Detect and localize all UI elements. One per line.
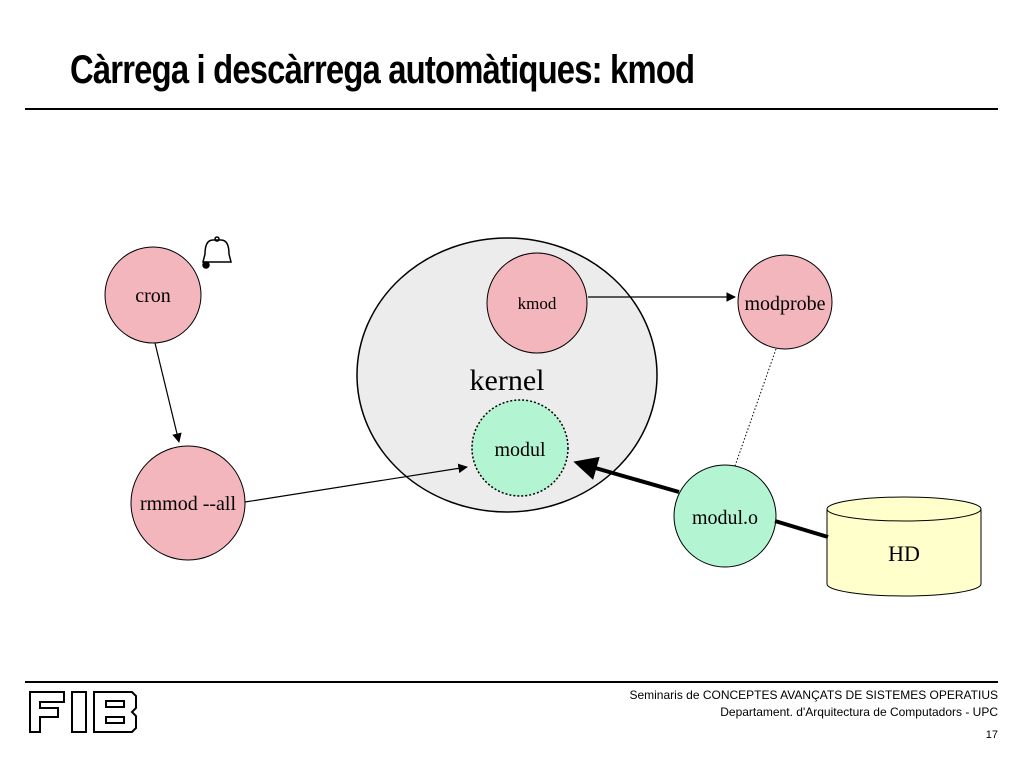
slide-title: Càrrega i descàrrega automàtiques: kmod xyxy=(70,48,695,92)
hd-disk xyxy=(826,496,982,597)
modprobe-label: modprobe xyxy=(744,293,825,315)
title-divider xyxy=(25,108,998,110)
modul-o-label: modul.o xyxy=(692,507,758,529)
kmod-node xyxy=(486,252,588,354)
arrow-cron-to-rmmod xyxy=(154,342,182,443)
bell-icon xyxy=(202,236,232,269)
rmmod-node xyxy=(130,445,246,561)
arrow-rmmod-to-modul xyxy=(244,463,468,503)
page-number: 17 xyxy=(985,729,998,741)
kernel-label: kernel xyxy=(470,364,545,397)
footer-divider xyxy=(25,681,998,683)
hd-label: HD xyxy=(888,541,920,566)
modul-node xyxy=(471,399,569,497)
modul-o-node xyxy=(673,464,777,568)
cron-label: cron xyxy=(135,285,171,307)
modprobe-node xyxy=(737,254,833,350)
modul-label: modul xyxy=(494,439,546,461)
fib-logo xyxy=(29,691,137,733)
footer-department: Departament. d'Arquitectura de Computado… xyxy=(720,705,998,719)
kmod-label: kmod xyxy=(518,294,557,313)
rmmod-label: rmmod --all xyxy=(140,493,237,515)
link-hd-modul-o xyxy=(774,519,829,539)
cron-node xyxy=(104,246,202,344)
link-modprobe-modul-o xyxy=(734,348,777,467)
footer-course: Seminaris de CONCEPTES AVANÇATS DE SISTE… xyxy=(629,688,998,702)
arrow-modul-o-to-modul xyxy=(573,456,680,494)
